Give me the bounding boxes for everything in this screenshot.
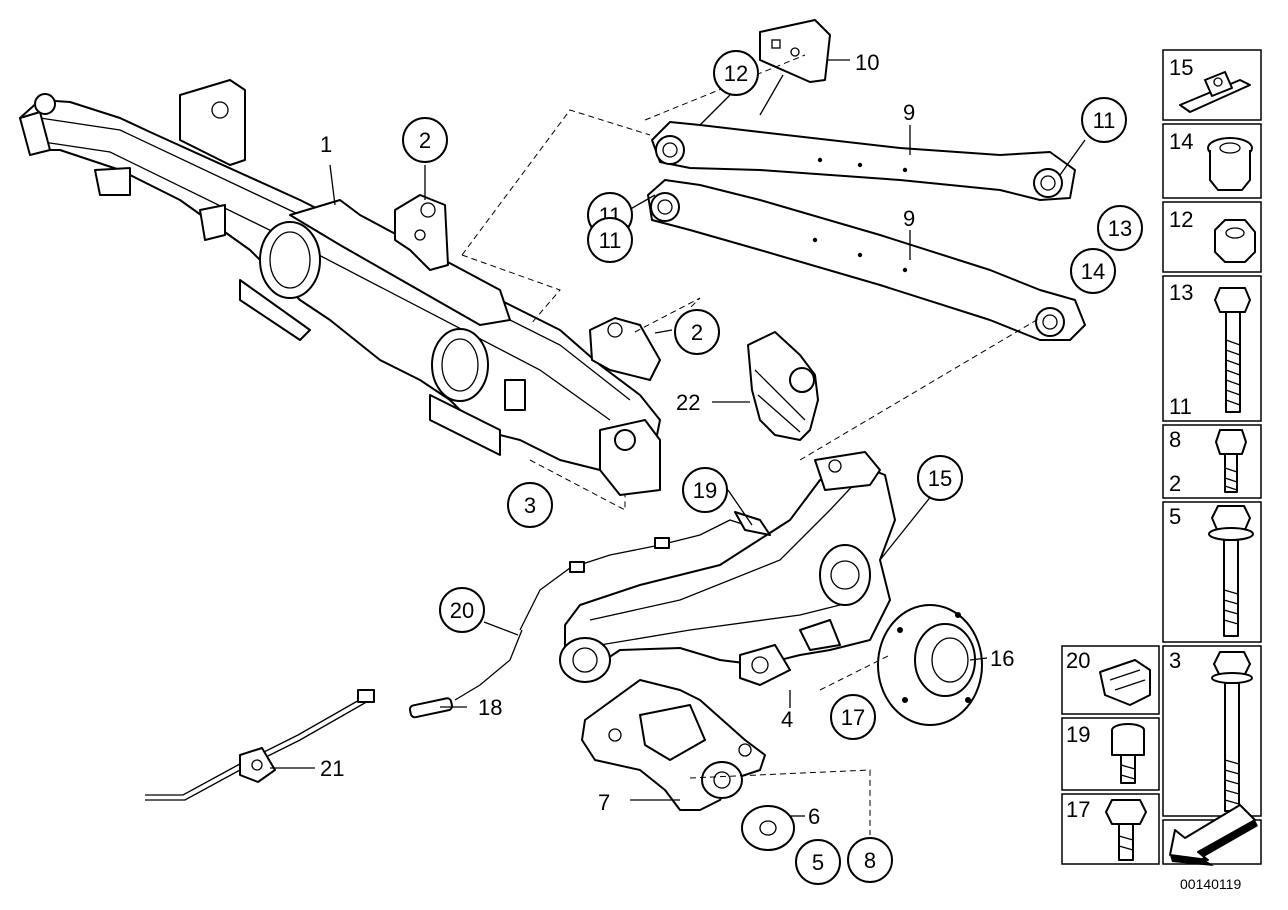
callout-9-lower: 9 [903,206,915,231]
cable-clip-icon [1099,659,1151,706]
callout-20: 20 [450,598,474,623]
callout-22: 22 [676,390,700,415]
hardware-legend: 15 14 12 13 11 8 2 5 20 3 19 17 [1061,49,1262,866]
callout-2-upper: 2 [419,128,431,153]
clip-nut-icon [1179,71,1251,113]
callout-16: 16 [990,646,1014,671]
callout-12: 12 [724,61,748,86]
cable-holder-part [145,689,375,801]
wear-sensor-cable-part [408,511,771,719]
wheel-carrier-part [559,451,896,686]
direction-arrow-icon [1169,804,1258,866]
bracket-part-lower [589,317,661,381]
callout-14: 14 [1081,259,1105,284]
washer-part [741,805,795,851]
callout-8: 8 [864,848,876,873]
callout-15: 15 [928,466,952,491]
callout-9-upper: 9 [903,100,915,125]
callout-2-lower: 2 [691,320,703,345]
callout-19: 19 [693,478,717,503]
callout-13: 13 [1108,216,1132,241]
callout-6: 6 [808,804,820,829]
trim-part [747,331,819,441]
callout-11-right: 11 [1093,108,1116,133]
wheel-bolt-icon [1105,799,1147,861]
legend-label-2: 2 [1169,471,1181,496]
legend-label-13: 13 [1169,280,1193,305]
callout-18: 18 [478,695,502,720]
lower-control-arm-part [647,179,1086,341]
legend-label-11: 11 [1169,394,1192,419]
callout-11-left-lower-group: 11 [587,217,633,263]
bracket-part-upper [394,194,449,271]
legend-label-8: 8 [1169,427,1181,452]
upper-control-arm-part [651,121,1076,201]
legend-label-20: 20 [1066,648,1090,673]
legend-label-5: 5 [1169,504,1181,529]
long-flange-bolt-icon [1211,651,1253,812]
callout-10: 10 [855,50,879,75]
legend-label-15: 15 [1169,55,1193,80]
diagram-code: 00140119 [1180,876,1241,892]
hex-nut-icon [1214,219,1256,263]
long-hex-bolt-icon [1214,287,1251,413]
callout-1: 1 [320,132,332,157]
callout-5: 5 [812,850,824,875]
socket-head-screw-icon [1111,723,1145,784]
callout-3: 3 [524,493,536,518]
callout-21: 21 [320,756,344,781]
legend-label-12: 12 [1169,207,1193,232]
flange-bolt-icon [1208,505,1254,637]
callouts: 1 2 2 3 4 5 6 7 8 9 9 10 11 11 11 12 13 … [320,50,1143,885]
callout-11-left-lower-visible: 11 [599,228,622,253]
legend-label-19: 19 [1066,722,1090,747]
plate-part [759,19,831,83]
callout-7: 7 [598,790,610,815]
callout-4: 4 [781,707,793,732]
legend-label-14: 14 [1169,129,1193,154]
axle-carrier-part [19,79,661,496]
bracket-plate-part [581,679,766,811]
collar-nut-icon [1207,137,1253,191]
callout-17: 17 [841,705,865,730]
wheel-hub-part [877,604,983,726]
legend-label-3: 3 [1169,648,1181,673]
short-hex-bolt-icon [1215,429,1247,493]
legend-label-17: 17 [1066,797,1090,822]
